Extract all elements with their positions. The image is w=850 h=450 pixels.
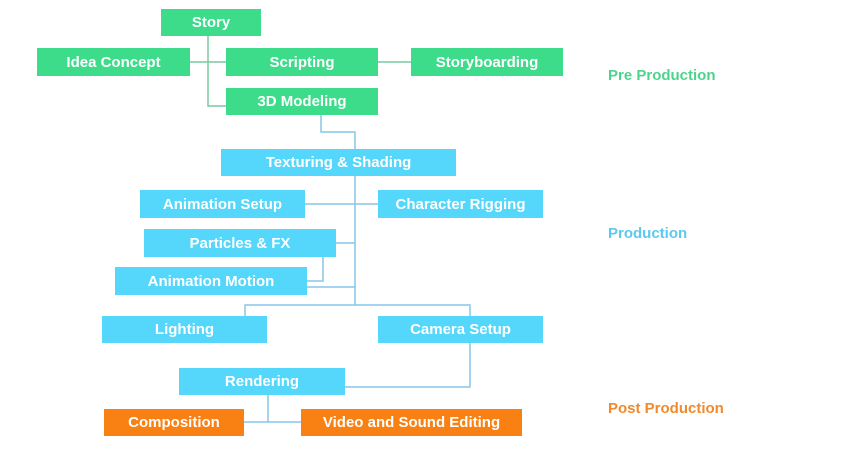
node-lighting: Lighting (102, 316, 267, 343)
node-animation-setup: Animation Setup (140, 190, 305, 218)
node-storyboarding: Storyboarding (411, 48, 563, 76)
connector-camera-rendering (344, 343, 471, 388)
connector-particles-animmotion (307, 257, 324, 282)
connector-story-trunk (207, 36, 226, 107)
node-idea-concept: Idea Concept (37, 48, 190, 76)
connector-branch-lighting-camera (244, 304, 471, 316)
node-story: Story (161, 9, 261, 36)
node-rendering: Rendering (179, 368, 345, 395)
node-composition: Composition (104, 409, 244, 436)
stage-label-production: Production (608, 225, 688, 242)
node-video-sound-editing: Video and Sound Editing (301, 409, 522, 436)
node-animation-motion: Animation Motion (115, 267, 307, 295)
node-3d-modeling: 3D Modeling (226, 88, 378, 115)
node-texturing-shading: Texturing & Shading (221, 149, 456, 176)
stage-label-pre-production: Pre Production (608, 67, 716, 84)
node-character-rigging: Character Rigging (378, 190, 543, 218)
node-scripting: Scripting (226, 48, 378, 76)
connector-rendering-post (244, 395, 301, 423)
node-camera-setup: Camera Setup (378, 316, 543, 343)
connector-modeling-texturing (320, 115, 356, 149)
node-particles-fx: Particles & FX (144, 229, 336, 257)
stage-label-post-production: Post Production (608, 400, 724, 417)
